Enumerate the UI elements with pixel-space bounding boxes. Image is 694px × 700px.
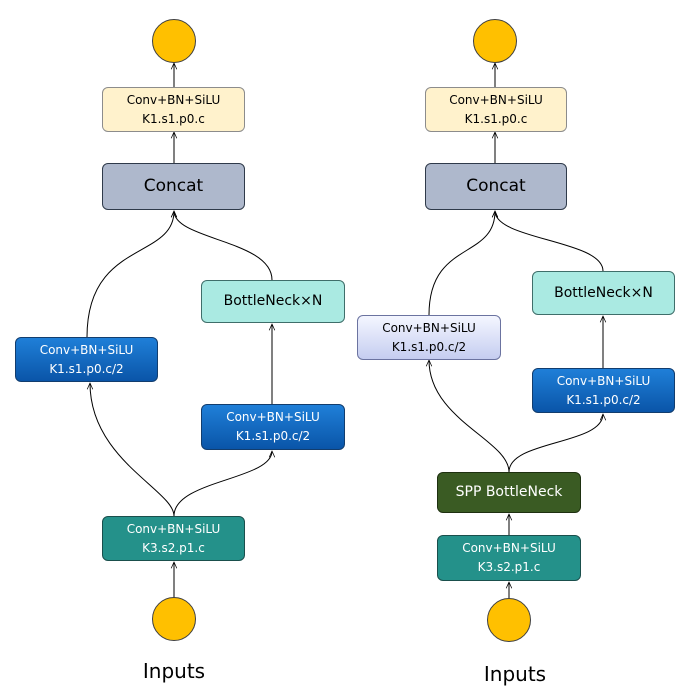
left-conv-branch-left: Conv+BN+SiLU K1.s1.p0.c/2: [15, 337, 158, 382]
left-conv-bottom: Conv+BN+SiLU K3.s2.p1.c: [102, 516, 245, 561]
left-inputs-label: Inputs: [142, 659, 206, 683]
right-output-node: [473, 19, 517, 63]
right-concat: Concat: [425, 163, 567, 210]
left-input-node: [152, 597, 196, 641]
right-conv-branch-right: Conv+BN+SiLU K1.s1.p0.c/2: [532, 368, 675, 413]
edge-left-conv-to-convright: [173, 451, 272, 517]
right-conv-bottom: Conv+BN+SiLU K3.s2.p1.c: [437, 535, 581, 581]
left-concat: Concat: [102, 163, 245, 210]
right-inputs-label: Inputs: [483, 662, 547, 686]
edge-left-conv-to-convleft: [90, 383, 175, 517]
edge-right-spp-to-convleft: [429, 360, 510, 473]
edge-left-bottleneck-to-concat: [174, 211, 273, 281]
edge-left-convleft-to-concat: [86, 211, 174, 338]
right-input-node: [487, 598, 531, 642]
left-bottleneck: BottleNeck×N: [201, 280, 345, 323]
right-conv-top: Conv+BN+SiLU K1.s1.p0.c: [425, 87, 567, 132]
edge-right-convleft-to-concat: [428, 211, 495, 316]
left-output-node: [152, 19, 196, 63]
edge-right-bottleneck-to-concat: [495, 211, 604, 272]
left-conv-branch-right: Conv+BN+SiLU K1.s1.p0.c/2: [201, 404, 345, 450]
left-conv-top: Conv+BN+SiLU K1.s1.p0.c: [102, 87, 245, 132]
right-spp-bottleneck: SPP BottleNeck: [437, 472, 581, 513]
edge-right-spp-to-convright: [508, 414, 603, 473]
right-bottleneck: BottleNeck×N: [532, 271, 675, 315]
right-conv-branch-left: Conv+BN+SiLU K1.s1.p0.c/2: [357, 315, 501, 360]
